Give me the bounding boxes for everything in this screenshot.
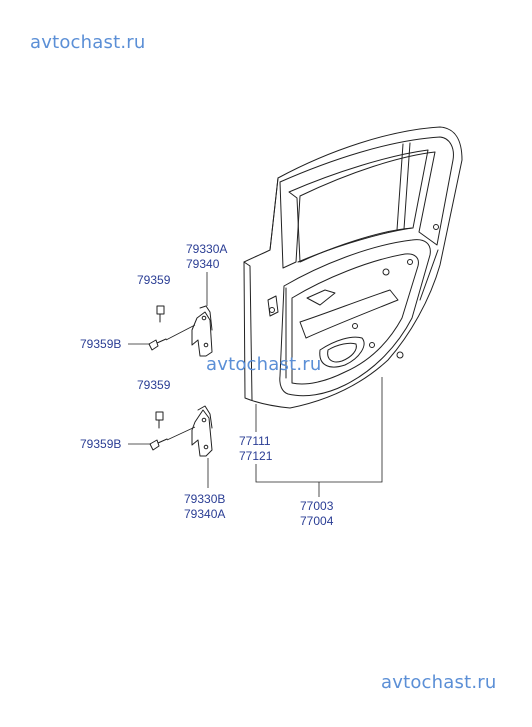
upper-bolt-79359 (156, 305, 165, 323)
lower-bolt-79359 (155, 411, 164, 429)
speaker-cutout (319, 336, 365, 368)
door-front-edge (243, 261, 253, 401)
callout-lower-hinge-a: 79330B (184, 492, 226, 506)
upper-hinge-leaf (199, 305, 213, 331)
callout-lower-bolt-b: 79359B (80, 437, 122, 451)
lower-hinge-leaf (197, 405, 213, 429)
callout-upper-hinge-b: 79340 (186, 257, 220, 271)
leader-upper-bolt-b-to-hinge (165, 324, 196, 341)
callout-upper-bolt: 79359 (137, 273, 171, 287)
callout-assembly-b: 77004 (300, 514, 334, 528)
inner-handle-recess (306, 289, 336, 306)
lower-hinge-plate (191, 409, 213, 457)
armrest (299, 289, 399, 339)
bolt-hole (269, 307, 275, 313)
watermark-middle: avtochast.ru (206, 354, 322, 375)
leader-lower-bolt-b-to-hinge (166, 426, 196, 441)
window-frame-inner (288, 149, 429, 263)
watermark-top: avtochast.ru (30, 32, 146, 53)
watermark-bottom: avtochast.ru (381, 672, 497, 693)
leader-assembly (255, 377, 383, 483)
callout-assembly-a: 77003 (300, 499, 334, 513)
window-glass-run (297, 227, 413, 263)
door-inner-trim (291, 253, 419, 385)
speaker-cutout-inner (327, 342, 357, 363)
callout-upper-hinge-a: 79330A (186, 242, 228, 256)
bolt-hole (407, 259, 413, 265)
callout-lower-bolt: 79359 (137, 378, 171, 392)
lower-bolt-79359b (149, 438, 168, 451)
upper-bolt-79359b (148, 338, 167, 351)
bolt-hole (433, 224, 439, 230)
callout-panel-a: 77111 (239, 434, 271, 448)
window-division-channel (396, 142, 411, 231)
bolt-hole (369, 342, 375, 348)
callout-upper-bolt-b: 79359B (80, 337, 122, 351)
callout-lower-hinge-b: 79340A (184, 507, 226, 521)
window-frame-outer (279, 136, 454, 269)
door-outer-panel (243, 126, 463, 409)
bolt-hole (352, 323, 358, 329)
leader-lines (128, 272, 383, 497)
door-panel-step (285, 249, 439, 379)
callout-panel-b: 77121 (239, 449, 273, 463)
bolt-hole (382, 268, 390, 276)
door-outer-front-line (269, 177, 279, 251)
check-strap-slot (267, 295, 279, 317)
door-inner-panel (279, 239, 431, 397)
upper-hinge-plate (191, 311, 213, 357)
bolt-hole (396, 351, 404, 359)
